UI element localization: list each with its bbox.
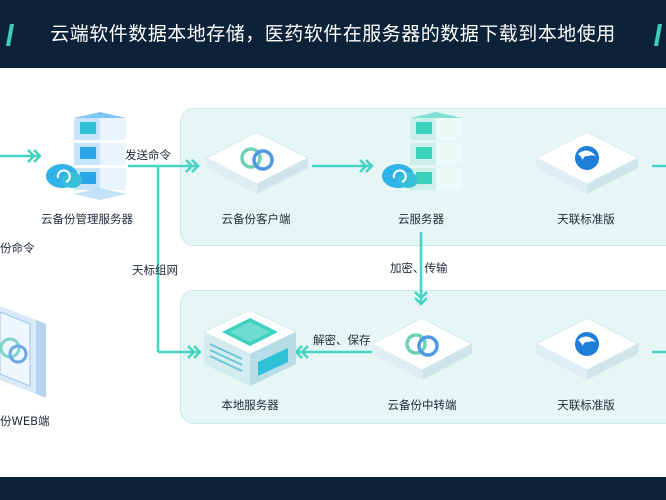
tianlian-standard-bottom-label: 天联标准版: [557, 398, 615, 412]
decrypt-save-label: 解密、保存: [313, 333, 371, 347]
cloud-sync-icon: [382, 164, 418, 188]
tianlian-logo-icon: [575, 332, 599, 356]
cloud-backup-mgmt-server-label: 云备份管理服务器: [41, 212, 133, 226]
cloud-backup-client-icon: [204, 132, 310, 194]
cloud-backup-logo-icon: [405, 333, 439, 357]
cloud-sync-icon: [46, 164, 82, 188]
web-client-screen-icon: [0, 306, 46, 398]
local-server-icon: [202, 310, 298, 386]
slash-decoration-icon: [654, 24, 662, 46]
cloud-server-label: 云服务器: [398, 212, 444, 226]
cloud-backup-relay-label: 云备份中转端: [387, 398, 457, 412]
tianlian-standard-icon: [534, 318, 640, 380]
cloud-backup-client-label: 云备份客户端: [221, 212, 291, 226]
local-server-label: 本地服务器: [221, 398, 279, 412]
server-stack-icon: [46, 112, 126, 200]
server-stack-icon: [382, 112, 462, 190]
send-command-label: 发送命令: [125, 148, 171, 162]
double-chevron-icon: [187, 345, 202, 359]
encrypt-transfer-label: 加密、传输: [390, 261, 448, 275]
backup-command-label: 份命令: [0, 241, 35, 255]
footer-bar: [0, 477, 666, 500]
tianlian-standard-top-label: 天联标准版: [557, 212, 615, 226]
header-bar: [0, 0, 666, 68]
double-chevron-down-icon: [414, 291, 428, 306]
page-title: 云端软件数据本地存储，医药软件在服务器的数据下载到本地使用: [50, 23, 616, 45]
double-chevron-icon: [185, 159, 200, 173]
cloud-backup-relay-icon: [370, 318, 474, 380]
double-chevron-icon: [27, 149, 42, 163]
slash-decoration-icon: [6, 24, 14, 46]
web-client-label: 份WEB端: [0, 414, 50, 428]
double-chevron-icon: [359, 159, 374, 173]
tianlian-logo-icon: [575, 146, 599, 170]
tianbiao-network-label: 天标组网: [132, 263, 178, 277]
tianlian-standard-icon: [534, 132, 640, 194]
cloud-backup-logo-icon: [240, 147, 274, 171]
